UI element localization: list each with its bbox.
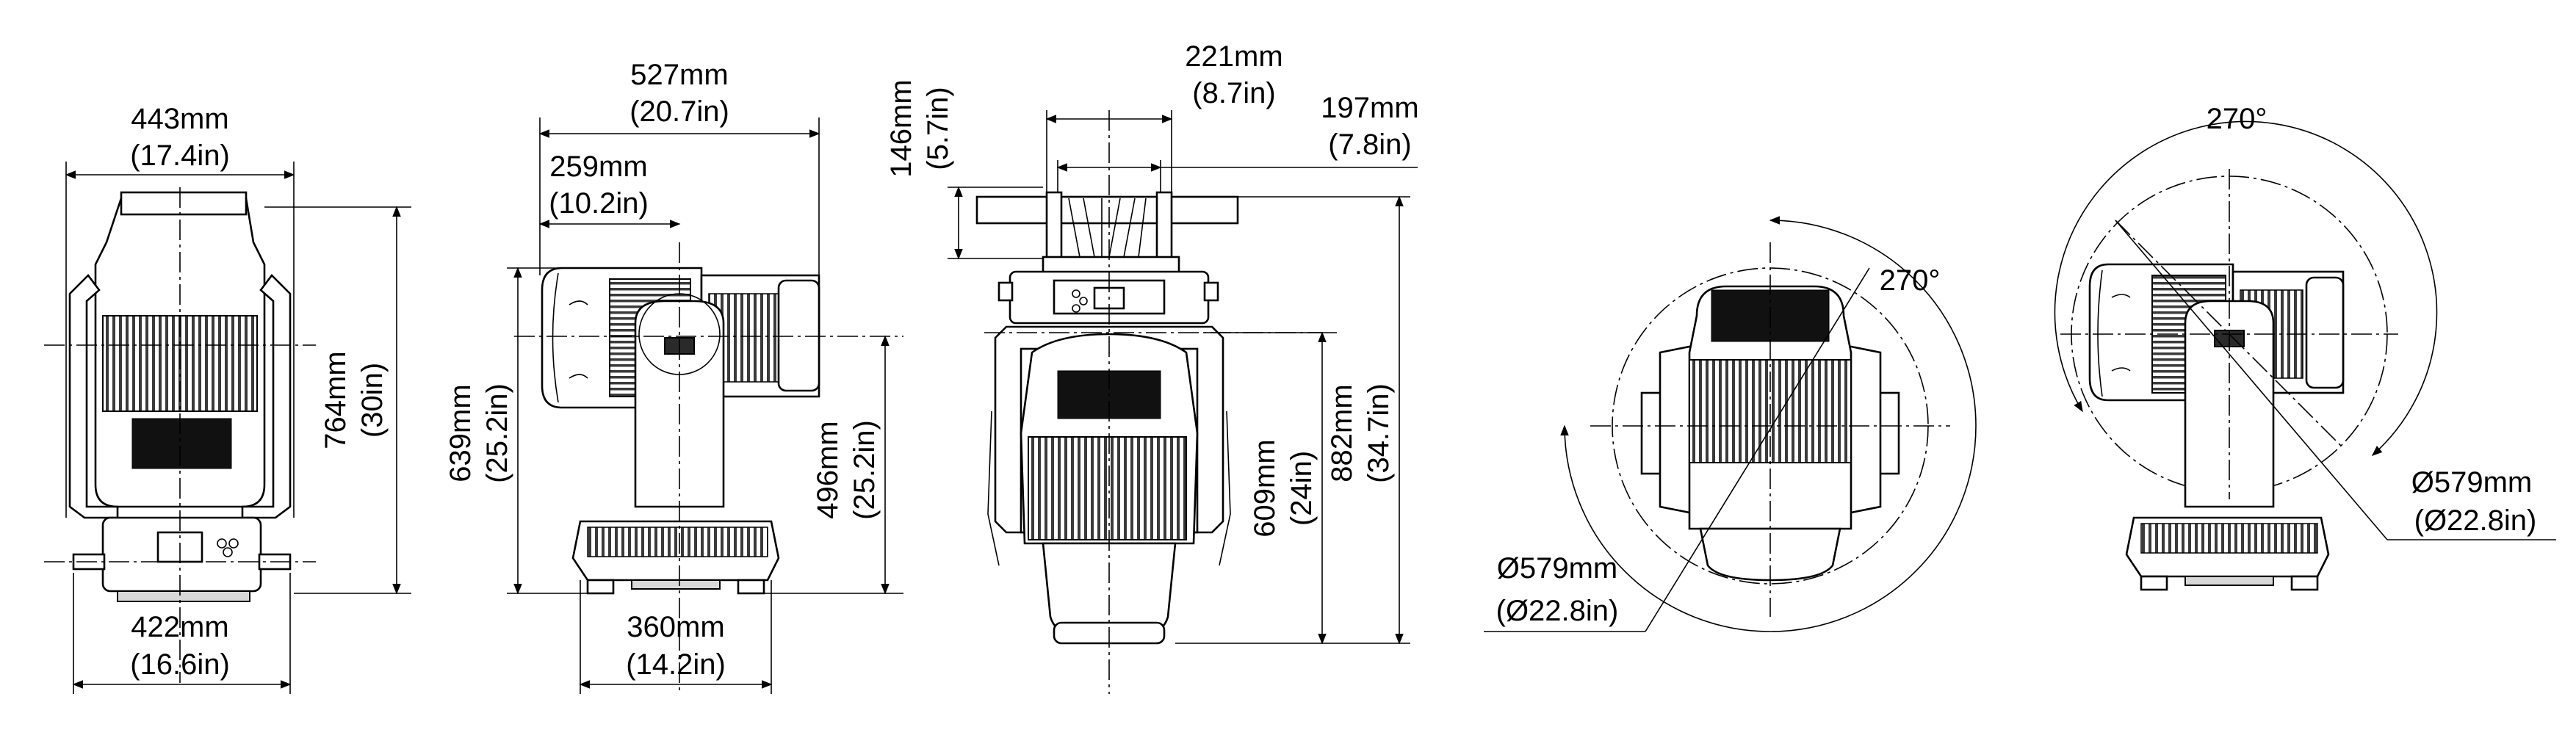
hanging-view: 146mm (5.7in) 221mm (8.7in) 197mm (7.8in…: [885, 40, 1419, 694]
front-height-in: (30in): [356, 363, 389, 438]
side-view: 527mm (20.7in) 259mm (10.2in) 639mm (25.…: [444, 59, 903, 694]
front-yoke-left: [68, 274, 119, 519]
hang-clamp-height-in: (5.7in): [922, 87, 954, 170]
front-yoke-right: [241, 274, 292, 519]
hang-pivot-depth-in: (24in): [1285, 451, 1318, 526]
pan-arc: [1560, 216, 1977, 632]
side-offset-mm: 259mm: [549, 151, 647, 183]
pan-swing-view: 270° Ø579mm (Ø22.8in): [1484, 216, 1977, 632]
hang-clamp-inner-in: (7.8in): [1328, 129, 1411, 161]
front-view: 443mm (17.4in) 764mm (30in) 422mm (16.6i…: [44, 103, 411, 694]
tilt-angle: 270°: [2207, 103, 2267, 135]
pan-diameter-in: (Ø22.8in): [1496, 595, 1619, 627]
hang-clamp-outer-in: (8.7in): [1192, 77, 1275, 109]
side-total-height-mm: 639mm: [444, 384, 477, 482]
side-pivot-height-mm: 496mm: [812, 421, 844, 518]
hang-total-depth-mm: 882mm: [1326, 384, 1358, 482]
front-height-mm: 764mm: [320, 351, 352, 449]
hang-truss: [975, 195, 1239, 225]
front-vent: [131, 418, 232, 469]
tilt-diameter-in: (Ø22.8in): [2414, 504, 2537, 537]
tilt-arc: [2054, 120, 2438, 456]
side-depth-mm: 527mm: [630, 59, 728, 91]
pan-angle: 270°: [1880, 264, 1941, 297]
front-base-width-in: (16.6in): [130, 648, 230, 681]
hang-pivot-depth-mm: 609mm: [1249, 439, 1281, 537]
front-base-width-mm: 422mm: [131, 611, 228, 643]
side-lens: [777, 279, 820, 392]
tilt-lens: [2305, 276, 2345, 389]
hang-clamp-height-mm: 146mm: [885, 79, 917, 177]
side-base-width-in: (14.2in): [626, 648, 726, 681]
tilt-swing-view: 270° Ø579mm (Ø22.8in): [2054, 103, 2556, 591]
hang-heat-sink: [1028, 436, 1187, 540]
side-offset-in: (10.2in): [549, 187, 649, 220]
pan-diameter-mm: Ø579mm: [1497, 552, 1618, 585]
front-top-width-in: (17.4in): [130, 140, 230, 172]
front-top-width-mm: 443mm: [131, 103, 228, 135]
hang-clamp-inner-mm: 197mm: [1321, 92, 1418, 124]
tilt-diameter-mm: Ø579mm: [2411, 466, 2533, 499]
side-base-width-mm: 360mm: [627, 611, 724, 643]
side-pivot-height-in: (25.2in): [848, 420, 881, 520]
side-total-height-in: (25.2in): [481, 383, 513, 483]
hang-total-depth-in: (34.7in): [1363, 383, 1395, 483]
hang-clamp-outer-mm: 221mm: [1185, 40, 1282, 73]
side-depth-in: (20.7in): [629, 95, 729, 128]
